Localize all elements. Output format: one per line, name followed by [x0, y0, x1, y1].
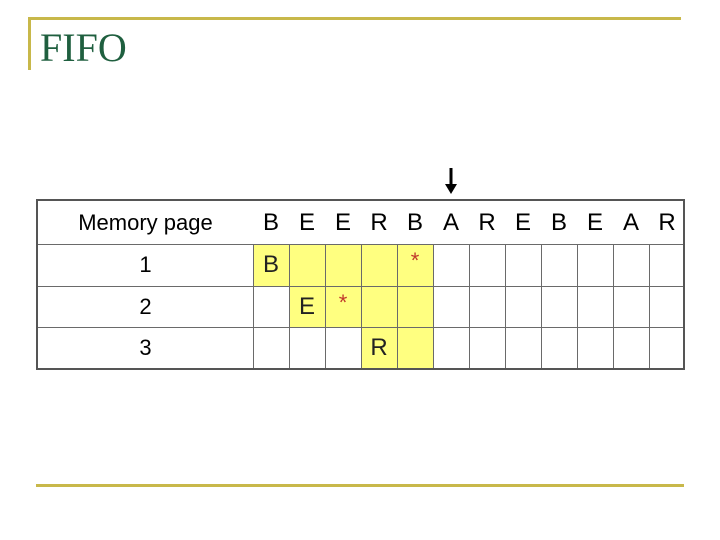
row-label: 1 — [139, 252, 152, 277]
sequence-item: B — [550, 208, 567, 236]
sequence-item: E — [586, 208, 603, 236]
sequence-item: E — [514, 208, 531, 236]
header-memory-page: Memory page — [78, 209, 213, 235]
sequence-item: E — [334, 208, 351, 236]
hit-marker: * — [410, 248, 420, 273]
memory-cell: E — [298, 292, 315, 320]
memory-cell: B — [262, 251, 279, 278]
sequence-item: A — [622, 208, 639, 236]
down-arrow-icon — [445, 168, 457, 194]
row-label: 2 — [139, 293, 152, 319]
fifo-table: Memory page B E E R B A R E B E A R 1 2 … — [36, 199, 685, 370]
title-frame — [28, 17, 681, 70]
hit-marker: * — [338, 290, 348, 315]
page-title: FIFO — [40, 25, 127, 70]
sequence-item: A — [442, 208, 459, 236]
sequence-item: R — [478, 208, 496, 236]
sequence-item: R — [658, 208, 676, 236]
bottom-rule — [36, 484, 684, 487]
sequence-item: B — [262, 208, 279, 236]
sequence-item: B — [406, 208, 423, 236]
row-label: 3 — [139, 334, 152, 360]
sequence-item: R — [370, 208, 388, 236]
sequence-item: E — [298, 208, 315, 236]
memory-cell: R — [370, 333, 388, 361]
highlight-block — [253, 244, 433, 286]
